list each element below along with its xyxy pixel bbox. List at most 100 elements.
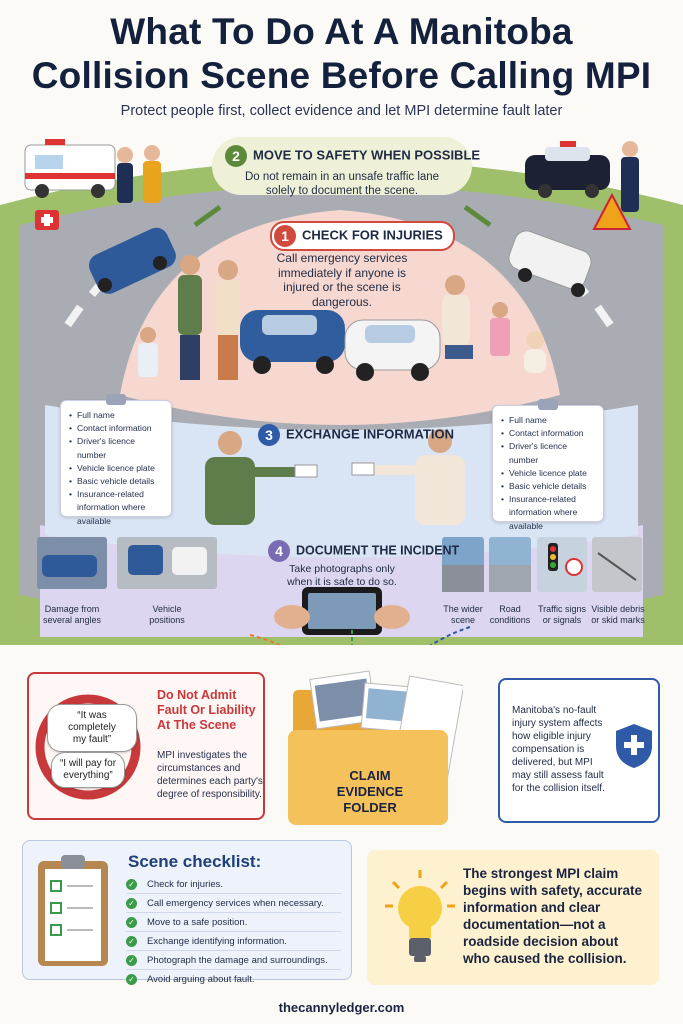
- title-line-1: What To Do At A Manitoba: [110, 11, 573, 52]
- quote-line: “It was completely: [68, 710, 116, 733]
- step-injuries-line: dangerous.: [311, 294, 373, 309]
- photo-label-line: The wider: [443, 604, 483, 614]
- step-document-heading: DOCUMENT THE INCIDENT: [296, 543, 460, 558]
- closing-card: The strongest MPI claim begins with safe…: [367, 850, 659, 985]
- photo-label-line: positions: [149, 615, 185, 625]
- dashed-arrow-blue: [429, 626, 471, 645]
- collision-white-car: [344, 319, 441, 381]
- lightbulb-icon: [385, 870, 455, 962]
- note-line: for the collision itself.: [512, 783, 605, 794]
- checkmark-icon: ✓: [126, 898, 137, 909]
- heading-line: Do Not Admit: [157, 688, 237, 702]
- no-admit-heading: Do Not Admit Fault Or Liability At The S…: [157, 688, 265, 733]
- closing-line: documentation—not a: [463, 917, 606, 932]
- info-card-right: Full name Contact information Driver's l…: [492, 399, 604, 531]
- info-list-left: Full name Contact information Driver's l…: [69, 409, 163, 528]
- arrow-left: [193, 204, 222, 228]
- photo-label-line: Damage from: [44, 604, 100, 614]
- checklist-item: ✓Move to a safe position.: [126, 917, 341, 933]
- photo-label-line: scene: [450, 615, 476, 625]
- body-line: circumstances and: [157, 763, 241, 774]
- note-line: injury system affects: [512, 718, 603, 729]
- checklist-item: ✓Photograph the damage and surroundings.: [126, 955, 341, 971]
- photo-thumbnails: [37, 537, 642, 592]
- step-safety-number: 2: [225, 145, 247, 167]
- exchange-man: [205, 431, 318, 525]
- step-document-line: Take photographs only: [289, 563, 395, 575]
- step-injuries-line: Call emergency services: [276, 251, 408, 265]
- step-injuries-body: Call emergency services immediately if a…: [262, 251, 422, 309]
- note-line: Manitoba's no-fault: [512, 705, 597, 716]
- police-officer-right: [621, 141, 639, 212]
- quote-line: “I will pay for: [59, 758, 117, 769]
- collision-blue-car: [240, 310, 345, 374]
- checkmark-icon: ✓: [126, 879, 137, 890]
- phone-in-hands: [274, 587, 410, 635]
- info-list-item: Contact information: [501, 427, 595, 440]
- no-admit-card: “It was completely my fault” “I will pay…: [27, 672, 265, 820]
- info-list-item: Insurance-related information where avai…: [69, 488, 163, 528]
- checklist-title: Scene checklist:: [128, 852, 262, 871]
- step-safety-line: Do not remain in an unsafe traffic lane: [244, 171, 440, 183]
- info-list-item: Vehicle licence plate: [501, 467, 595, 480]
- footer-site[interactable]: thecannyledger.com: [278, 1000, 405, 1015]
- photo-label-line: Vehicle: [152, 604, 182, 614]
- shield-icon: [616, 724, 652, 768]
- arrow-right: [463, 204, 492, 228]
- page-subtitle: Protect people first, collect evidence a…: [120, 103, 563, 119]
- white-car-right: [508, 230, 592, 297]
- checklist-item: ✓Call emergency services when necessary.: [126, 898, 341, 914]
- clipboard-icon: [38, 855, 108, 966]
- title-line-2: Collision Scene Before Calling MPI: [31, 55, 652, 96]
- checklist-item: ✓Avoid arguing about fault.: [126, 974, 341, 988]
- scene-checklist-card: Scene checklist: ✓ Check for injuries. ✓C…: [22, 840, 352, 985]
- note-line: compensation is: [512, 744, 585, 755]
- info-list-item: Basic vehicle details: [69, 475, 163, 488]
- folder-line: CLAIM: [349, 768, 391, 783]
- checklist-item-label: Check for injuries.: [147, 879, 224, 891]
- photo-label-line: Visible debris: [591, 604, 645, 614]
- step-safety-body: Do not remain in an unsafe traffic lane …: [215, 170, 469, 198]
- closing-statement: The strongest MPI claim begins with safe…: [463, 865, 653, 967]
- step-injuries-heading: CHECK FOR INJURIES: [302, 227, 443, 243]
- checkmark-icon: ✓: [126, 917, 137, 928]
- no-admit-body: MPI investigates the circumstances and d…: [157, 749, 265, 801]
- people-right: [442, 275, 546, 373]
- ambulance: [24, 139, 116, 198]
- photo-label-line: several angles: [42, 615, 102, 625]
- photo-label-line: Traffic signs: [537, 604, 586, 614]
- info-list-item: Insurance-related information where avai…: [501, 493, 595, 533]
- step-safety-title: 2 MOVE TO SAFETY WHEN POSSIBLE: [225, 145, 480, 167]
- claim-folder-illustration: [288, 670, 463, 825]
- quote-pay: “I will pay for everything”: [51, 752, 125, 788]
- checklist-item: ✓ Check for injuries.: [126, 879, 341, 895]
- responders-left: [117, 145, 161, 203]
- closing-line: begins with safety, accurate: [463, 883, 643, 898]
- note-line: may still assess fault: [512, 770, 604, 781]
- body-line: determines each party's: [157, 776, 263, 787]
- info-list-item: Driver's licence number: [69, 435, 163, 461]
- info-list-item: Contact information: [69, 422, 163, 435]
- step-safety-line: solely to document the scene.: [265, 185, 419, 197]
- step-safety-heading: MOVE TO SAFETY WHEN POSSIBLE: [253, 147, 481, 163]
- info-list-item: Full name: [501, 414, 595, 427]
- people-left: [138, 255, 240, 380]
- info-list-item: Basic vehicle details: [501, 480, 595, 493]
- closing-line: who caused the collision.: [463, 951, 627, 966]
- checklist-item: ✓Exchange identifying information.: [126, 936, 341, 952]
- claim-folder-label: CLAIM EVIDENCE FOLDER: [300, 768, 440, 816]
- body-line: degree of responsibility.: [157, 789, 262, 800]
- warning-triangle: [592, 192, 632, 230]
- exchange-woman: [351, 429, 465, 525]
- system-note-card: Manitoba's no-fault injury system affect…: [498, 678, 660, 823]
- folder-line: EVIDENCE: [336, 784, 404, 799]
- closing-line: information and clear: [463, 900, 601, 915]
